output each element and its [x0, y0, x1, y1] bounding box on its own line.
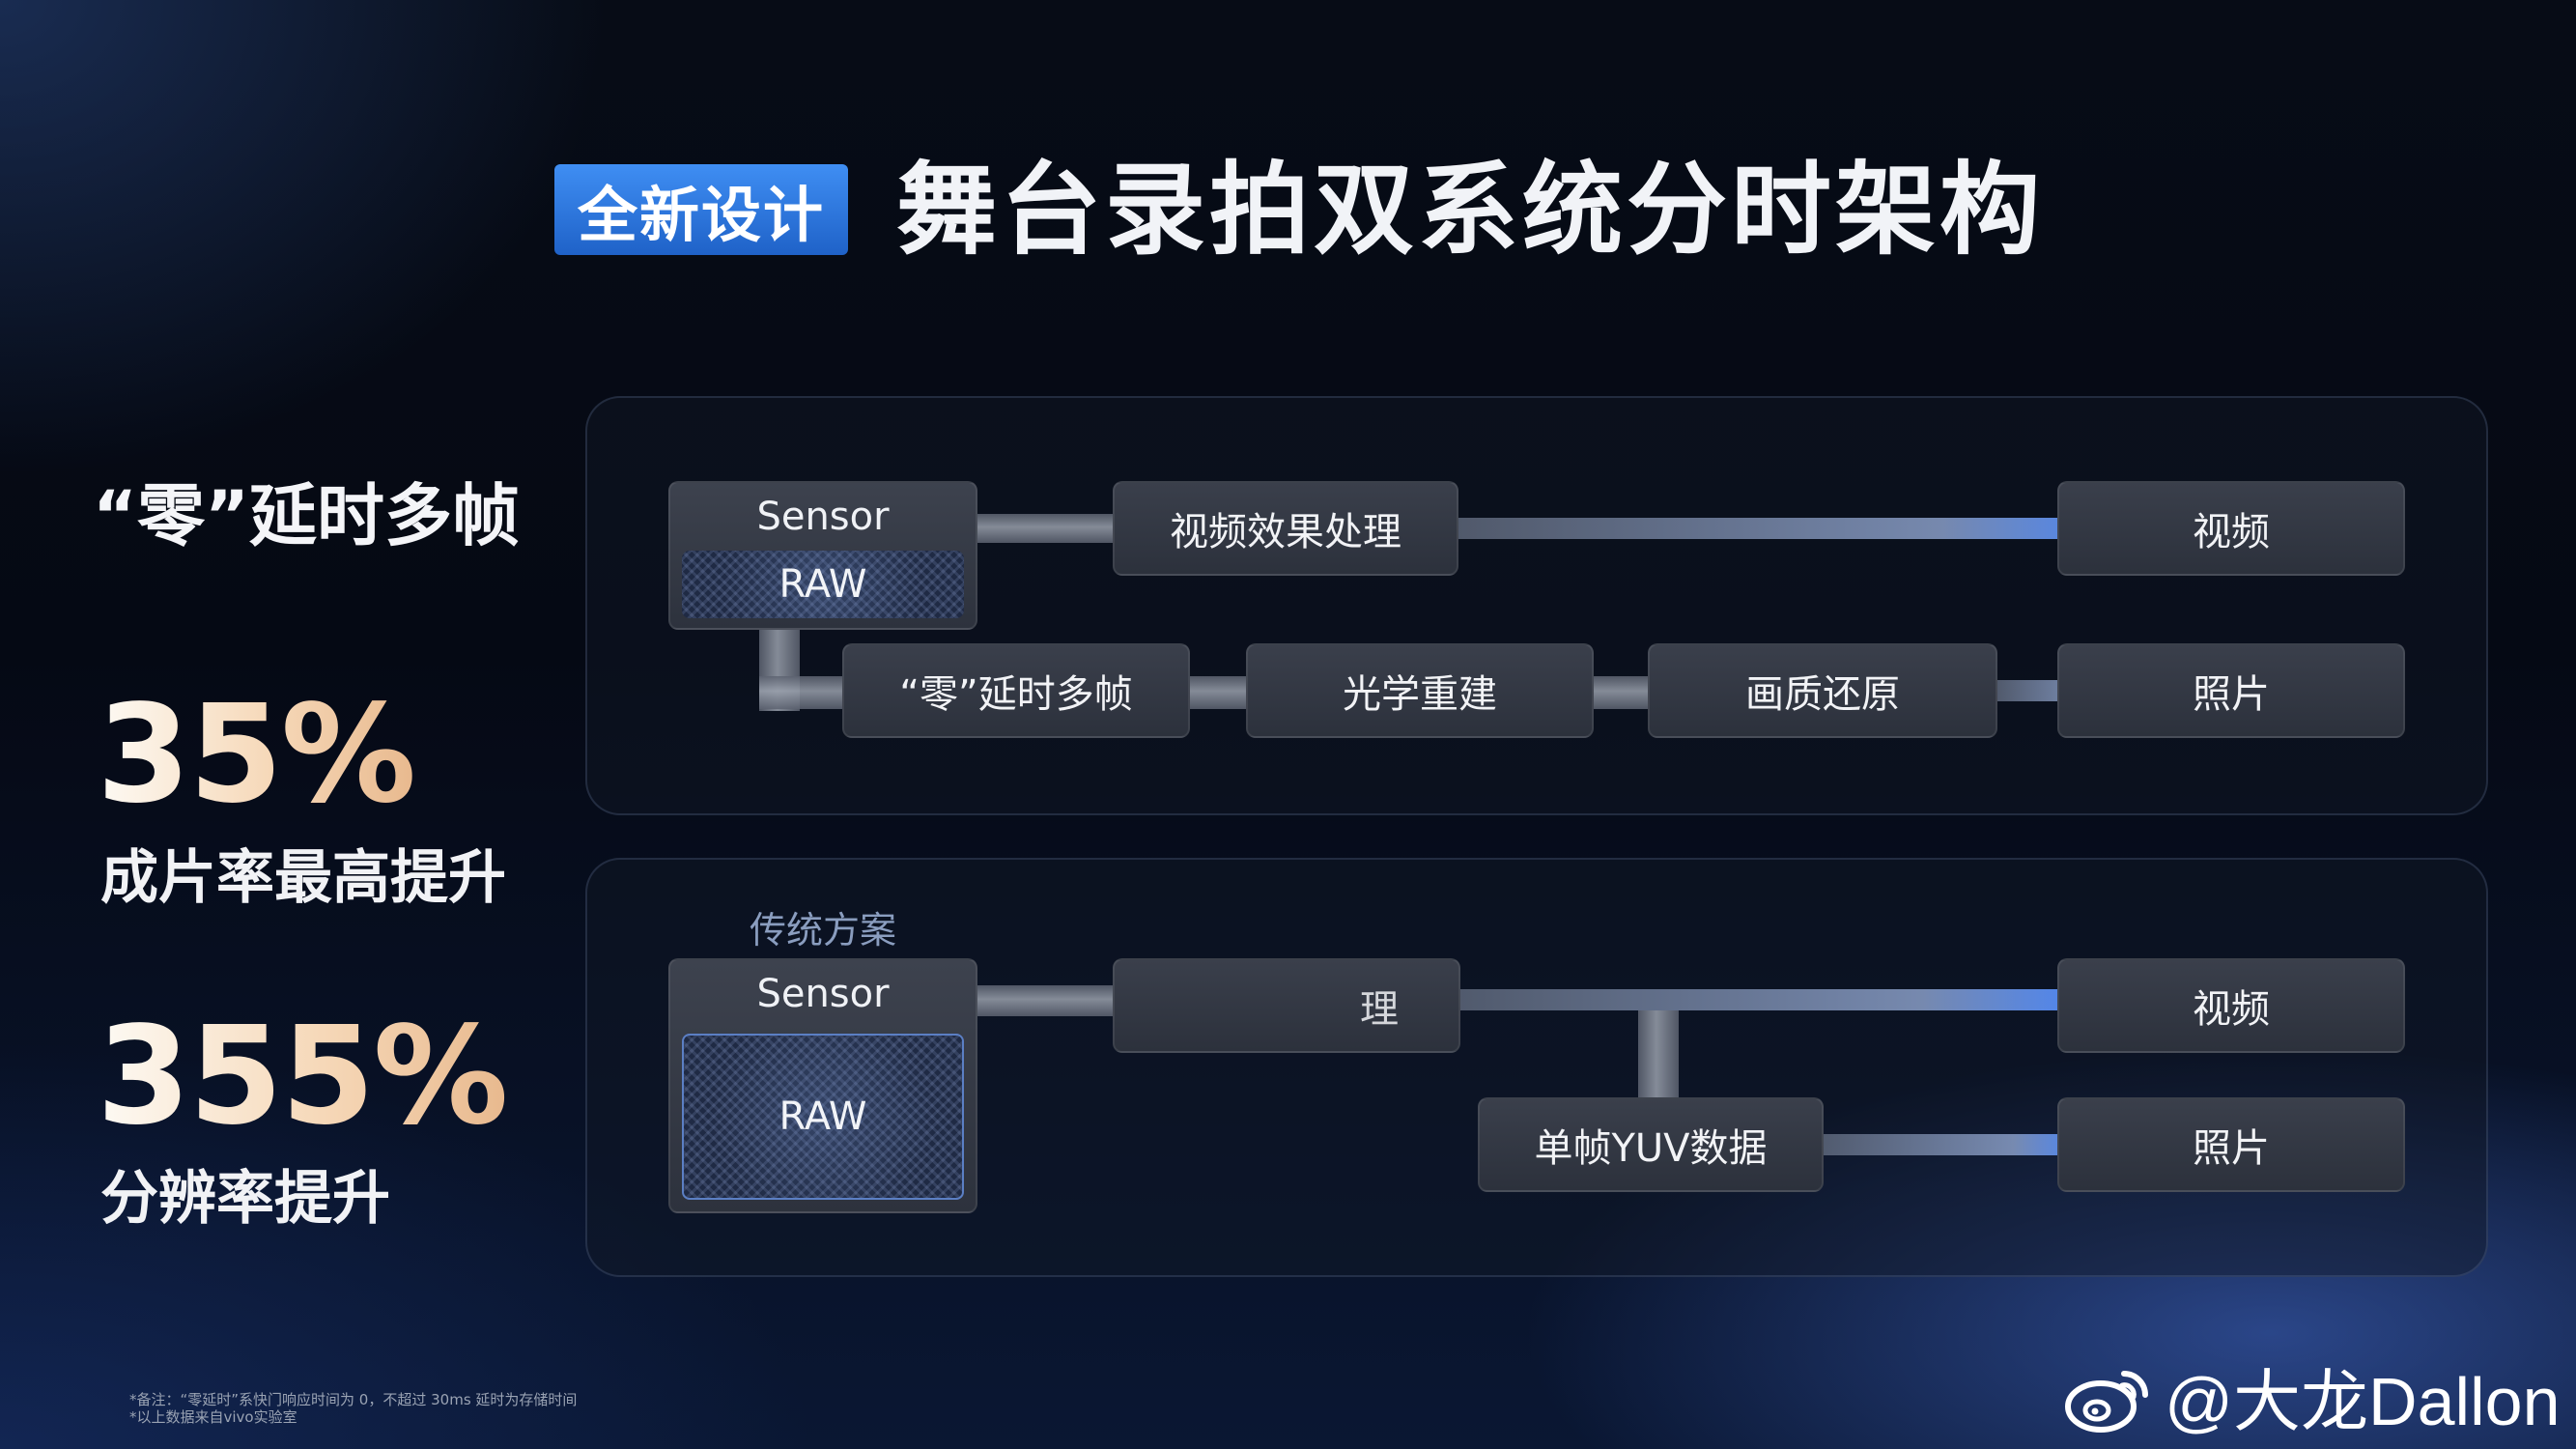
raw-data-block: RAW: [682, 1034, 964, 1200]
photo-output-box: 照片: [2057, 1097, 2405, 1192]
raw-label: RAW: [778, 562, 867, 607]
new-design-badge: 全新设计: [554, 164, 848, 255]
pipe-sensor-to-process: [977, 985, 1117, 1016]
weibo-watermark: @大龙Dallon: [2062, 1348, 2561, 1445]
processing-box: 理: [1113, 958, 1460, 1053]
pipe-sensor-to-video-process: [977, 514, 1115, 543]
stat-value-resolution: 355%: [97, 998, 509, 1155]
weibo-icon: [2065, 1370, 2148, 1433]
flow-process-to-video: [1458, 989, 2077, 1010]
pipe-step1-to-step2: [1188, 676, 1246, 709]
flow-video-process-to-video: [1457, 518, 2104, 539]
image-quality-restoration-box: 画质还原: [1648, 643, 1997, 738]
photo-output-box: 照片: [2057, 643, 2405, 738]
page-title: 舞台录拍双系统分时架构: [896, 151, 2045, 269]
pipe-step2-to-step3: [1592, 676, 1650, 709]
single-frame-yuv-box: 单帧YUV数据: [1478, 1097, 1824, 1192]
footnote-source: *以上数据来自vivo实验室: [129, 1408, 297, 1426]
optical-reconstruction-box: 光学重建: [1246, 643, 1594, 738]
sensor-block-traditional: Sensor RAW: [668, 958, 977, 1213]
watermark-text: @大龙Dallon: [2165, 1364, 2561, 1439]
raw-label: RAW: [778, 1094, 867, 1139]
stat-label-success-rate: 成片率最高提升: [100, 844, 506, 912]
stat-value-success-rate: 35%: [97, 676, 416, 834]
stat-label-resolution: 分辨率提升: [100, 1165, 390, 1233]
footnote-latency: *备注：“零延时”系快门响应时间为 0，不超过 30ms 延时为存储时间: [129, 1391, 578, 1408]
sensor-block-new: Sensor RAW: [668, 481, 977, 630]
raw-data-block: RAW: [682, 551, 964, 618]
stat-heading: “零”延时多帧: [93, 476, 521, 555]
pipe-sensor-to-step1: [759, 676, 846, 709]
video-output-box: 视频: [2057, 481, 2405, 576]
processing-label-tail: 理: [1360, 987, 1399, 1032]
video-output-box: 视频: [2057, 958, 2405, 1053]
traditional-scheme-label: 传统方案: [750, 909, 897, 952]
zero-latency-multiframe-box: “零”延时多帧: [842, 643, 1190, 738]
sensor-label: Sensor: [756, 495, 890, 539]
video-effect-processing-box: 视频效果处理: [1113, 481, 1458, 576]
sensor-label: Sensor: [756, 972, 890, 1016]
flow-single-frame-to-photo: [1824, 1134, 2077, 1155]
pipe-process-to-single-frame: [1638, 1010, 1679, 1097]
